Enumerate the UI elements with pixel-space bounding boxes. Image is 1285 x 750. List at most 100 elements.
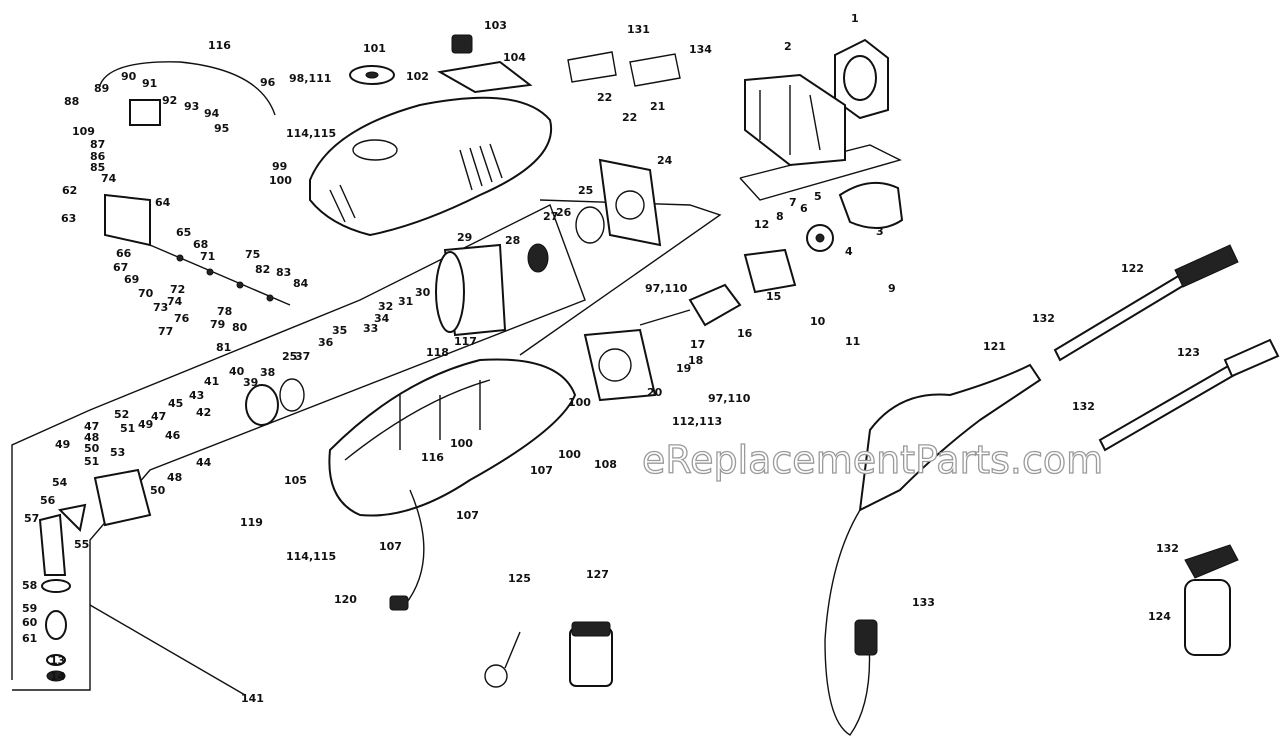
part-15-bracket (743, 248, 797, 294)
watermark: eReplacementParts.com (642, 438, 1103, 482)
part-label: 108 (594, 458, 617, 471)
part-label: 104 (503, 51, 526, 64)
part-label: 48 (84, 431, 99, 444)
part-label: 72 (170, 283, 185, 296)
part-label: 32 (378, 300, 393, 313)
part-label: 46 (165, 429, 181, 442)
part-label: 25 (578, 184, 593, 197)
part-label: 62 (62, 184, 77, 197)
part-label: 17 (690, 338, 705, 351)
part-label: 80 (232, 321, 248, 334)
part-label: 26 (556, 206, 572, 219)
part-label: 9 (888, 282, 896, 295)
part-label: 127 (586, 568, 609, 581)
part-134-sticker (629, 53, 681, 87)
part-label: 51 (84, 455, 99, 468)
part-label: 98,111 (289, 72, 331, 85)
part-20-stator (583, 328, 657, 402)
part-number-labels: 1234567891011121314151617181920212222242… (22, 12, 1200, 705)
part-label: 29 (457, 231, 472, 244)
part-label: 97,110 (645, 282, 688, 295)
part-label: 107 (530, 464, 553, 477)
part-label: 51 (120, 422, 135, 435)
part-label: 58 (22, 579, 37, 592)
part-label: 54 (52, 476, 68, 489)
part-label: 117 (454, 335, 477, 348)
part-label: 89 (94, 82, 109, 95)
part-label: 125 (508, 572, 531, 585)
part-116-wire (99, 61, 276, 116)
part-label: 69 (124, 273, 139, 286)
part-label: 99 (272, 160, 287, 173)
part-label: 67 (113, 261, 128, 274)
part-label: 30 (415, 286, 431, 299)
part-101-seal-ring (349, 65, 395, 85)
part-58-61-fittings (41, 579, 71, 682)
part-16-armature (639, 283, 742, 327)
part-label: 45 (168, 397, 183, 410)
part-label: 116 (208, 39, 231, 52)
part-label: 59 (22, 602, 37, 615)
part-label: 13 (50, 654, 65, 667)
part-label: 7 (789, 196, 797, 209)
part-label: 131 (627, 23, 650, 36)
part-label: 79 (210, 318, 225, 331)
part-127-filter (569, 621, 613, 687)
part-label: 77 (158, 325, 173, 338)
part-label: 81 (216, 341, 231, 354)
part-label: 100 (450, 437, 473, 450)
part-label: 107 (379, 540, 402, 553)
part-label: 28 (505, 234, 520, 247)
part-label: 75 (245, 248, 260, 261)
part-label: 56 (40, 494, 56, 507)
part-shaft-parts-row (149, 244, 291, 306)
part-label: 37 (295, 350, 310, 363)
part-label: 96 (260, 76, 276, 89)
part-label: 86 (90, 150, 106, 163)
part-label: 57 (24, 512, 39, 525)
part-label: 123 (1177, 346, 1200, 359)
part-label: 85 (90, 161, 105, 174)
part-label: 27 (543, 210, 558, 223)
part-121-spray-gun (824, 363, 1042, 736)
part-label: 48 (167, 471, 182, 484)
part-label: 119 (240, 516, 263, 529)
part-label: 15 (766, 290, 781, 303)
part-123-lance (1098, 338, 1280, 452)
part-label: 134 (689, 43, 712, 56)
part-label: 83 (276, 266, 291, 279)
part-label: 52 (114, 408, 129, 421)
part-63-pressure-switch (104, 193, 151, 247)
part-label: 47 (151, 410, 166, 423)
part-label: 4 (845, 245, 853, 258)
part-label: 36 (318, 336, 334, 349)
part-label: 38 (260, 366, 275, 379)
part-label: 63 (61, 212, 76, 225)
part-label: 74 (167, 295, 183, 308)
part-label: 41 (204, 375, 219, 388)
part-5-fan (806, 224, 834, 252)
part-102-top-cover (309, 96, 553, 237)
part-53-pump-head (93, 468, 152, 527)
part-label: 107 (456, 509, 479, 522)
part-label: 78 (217, 305, 232, 318)
part-label: 19 (676, 362, 691, 375)
part-label: 68 (193, 238, 208, 251)
part-27-gear (527, 243, 549, 273)
part-label: 12 (754, 218, 769, 231)
part-29-motor-block (435, 243, 507, 337)
part-label: 44 (196, 456, 212, 469)
part-104-label (437, 60, 533, 94)
part-label: 50 (84, 442, 100, 455)
part-label: 47 (84, 420, 99, 433)
part-25-o-ring (575, 206, 605, 244)
part-label: 102 (406, 70, 429, 83)
part-label: 39 (243, 376, 258, 389)
part-label: 43 (189, 389, 204, 402)
part-label: 61 (22, 632, 37, 645)
part-label: 49 (138, 418, 153, 431)
part-label: 18 (688, 354, 703, 367)
part-103-knob (451, 34, 473, 54)
part-label: 112,113 (672, 415, 722, 428)
part-label: 87 (90, 138, 105, 151)
